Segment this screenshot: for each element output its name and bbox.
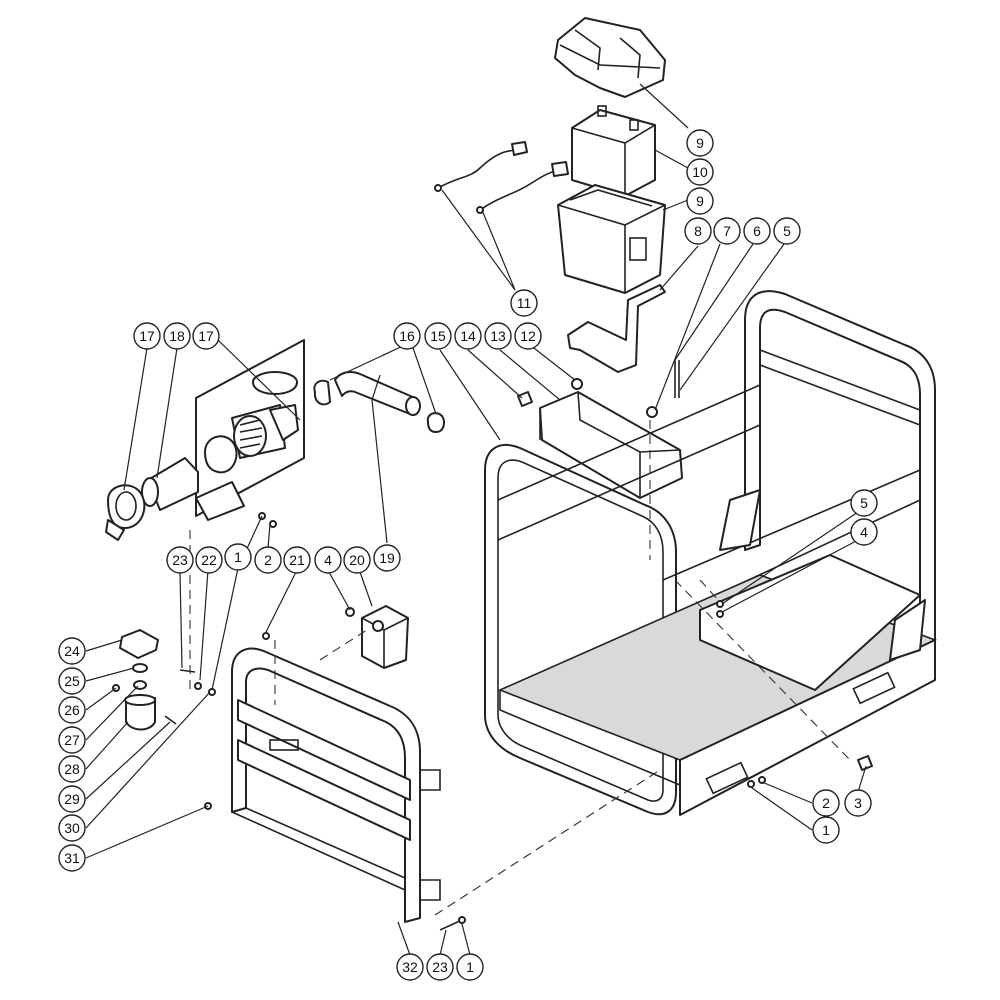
callout-15-label: 18 bbox=[169, 328, 185, 344]
callout-16-label: 17 bbox=[198, 328, 214, 344]
battery-box bbox=[557, 184, 666, 294]
callout-2-label: 10 bbox=[692, 164, 708, 180]
callout-22: 2 bbox=[254, 546, 282, 574]
callout-33: 30 bbox=[58, 814, 86, 842]
callout-39-label: 23 bbox=[432, 959, 448, 975]
callout-25-label: 20 bbox=[349, 552, 365, 568]
callout-35-label: 2 bbox=[822, 795, 830, 811]
callout-25: 20 bbox=[343, 546, 371, 574]
callout-27: 24 bbox=[58, 637, 86, 665]
callout-28-label: 25 bbox=[64, 673, 80, 689]
callout-39: 23 bbox=[426, 953, 454, 981]
callout-26: 19 bbox=[373, 544, 401, 572]
callout-7-label: 5 bbox=[783, 223, 791, 239]
callout-31-label: 28 bbox=[64, 761, 80, 777]
callout-5: 7 bbox=[713, 217, 741, 245]
callout-37: 1 bbox=[812, 816, 840, 844]
sensor-parts bbox=[112, 629, 177, 731]
callout-2: 10 bbox=[686, 158, 714, 186]
callout-8-label: 11 bbox=[517, 295, 532, 311]
intake-hose bbox=[313, 371, 445, 433]
callout-32-label: 29 bbox=[64, 791, 80, 807]
callout-15: 18 bbox=[163, 322, 191, 350]
callout-7: 5 bbox=[773, 217, 801, 245]
callout-34: 31 bbox=[58, 844, 86, 872]
callout-16: 17 bbox=[192, 322, 220, 350]
callout-18: 4 bbox=[850, 518, 878, 546]
tray-hardware bbox=[517, 360, 680, 418]
callout-bubbles: 9 10 9 8 7 6 5 11 16 15 14 13 12 17 18 1… bbox=[58, 129, 878, 981]
callout-23: 21 bbox=[283, 546, 311, 574]
callout-13-label: 12 bbox=[520, 328, 536, 344]
callout-6-label: 6 bbox=[753, 223, 761, 239]
callout-36-label: 3 bbox=[854, 795, 862, 811]
callout-37-label: 1 bbox=[822, 822, 830, 838]
callout-17: 5 bbox=[850, 489, 878, 517]
callout-24-label: 4 bbox=[324, 552, 332, 568]
callout-40-label: 1 bbox=[466, 959, 474, 975]
callout-9: 16 bbox=[393, 322, 421, 350]
battery bbox=[571, 105, 656, 197]
callout-30-label: 27 bbox=[64, 732, 80, 748]
callout-19-label: 23 bbox=[172, 552, 188, 568]
air-filter-assembly bbox=[105, 339, 305, 541]
callout-26-label: 19 bbox=[379, 550, 395, 566]
callout-10: 15 bbox=[424, 322, 452, 350]
main-frame bbox=[484, 290, 938, 816]
callout-5-label: 7 bbox=[723, 223, 731, 239]
battery-tray bbox=[539, 391, 683, 499]
callout-23-label: 21 bbox=[289, 552, 305, 568]
callout-11-label: 14 bbox=[460, 328, 476, 344]
callout-6: 6 bbox=[743, 217, 771, 245]
fasteners bbox=[179, 512, 873, 931]
callout-38-label: 32 bbox=[402, 959, 418, 975]
callout-21: 1 bbox=[224, 543, 252, 571]
callout-20: 22 bbox=[195, 546, 223, 574]
callout-3-label: 9 bbox=[696, 193, 704, 209]
callout-4-label: 8 bbox=[694, 223, 702, 239]
side-frame bbox=[231, 647, 441, 923]
callout-3: 9 bbox=[686, 187, 714, 215]
callout-29: 26 bbox=[58, 696, 86, 724]
callout-40: 1 bbox=[456, 953, 484, 981]
battery-cover bbox=[554, 17, 666, 98]
control-box bbox=[345, 605, 409, 669]
callout-35: 2 bbox=[812, 789, 840, 817]
callout-28: 25 bbox=[58, 667, 86, 695]
callout-12: 13 bbox=[484, 322, 512, 350]
callout-4: 8 bbox=[684, 217, 712, 245]
callout-8: 11 bbox=[510, 289, 538, 317]
callout-38: 32 bbox=[396, 953, 424, 981]
battery-cables bbox=[434, 141, 569, 214]
callout-31: 28 bbox=[58, 755, 86, 783]
callout-24: 4 bbox=[314, 546, 342, 574]
callout-14: 17 bbox=[133, 322, 161, 350]
callout-13: 12 bbox=[514, 322, 542, 350]
leader-lines bbox=[85, 83, 867, 956]
callout-12-label: 13 bbox=[490, 328, 506, 344]
callout-34-label: 31 bbox=[64, 850, 80, 866]
callout-30: 27 bbox=[58, 726, 86, 754]
callout-11: 14 bbox=[454, 322, 482, 350]
callout-32: 29 bbox=[58, 785, 86, 813]
callout-29-label: 26 bbox=[64, 702, 80, 718]
hold-down-strap bbox=[567, 284, 666, 373]
callout-1: 9 bbox=[686, 129, 714, 157]
callout-17-label: 5 bbox=[860, 495, 868, 511]
callout-18-label: 4 bbox=[860, 524, 868, 540]
callout-10-label: 15 bbox=[430, 328, 446, 344]
callout-1-label: 9 bbox=[696, 135, 704, 151]
assembly-lines bbox=[189, 420, 851, 916]
callout-20-label: 22 bbox=[201, 552, 217, 568]
callout-9-label: 16 bbox=[399, 328, 415, 344]
callout-14-label: 17 bbox=[139, 328, 155, 344]
callout-27-label: 24 bbox=[64, 643, 80, 659]
callout-22-label: 2 bbox=[264, 552, 272, 568]
callout-21-label: 1 bbox=[234, 549, 242, 565]
callout-33-label: 30 bbox=[64, 820, 80, 836]
callout-36: 3 bbox=[844, 789, 872, 817]
callout-19: 23 bbox=[166, 546, 194, 574]
